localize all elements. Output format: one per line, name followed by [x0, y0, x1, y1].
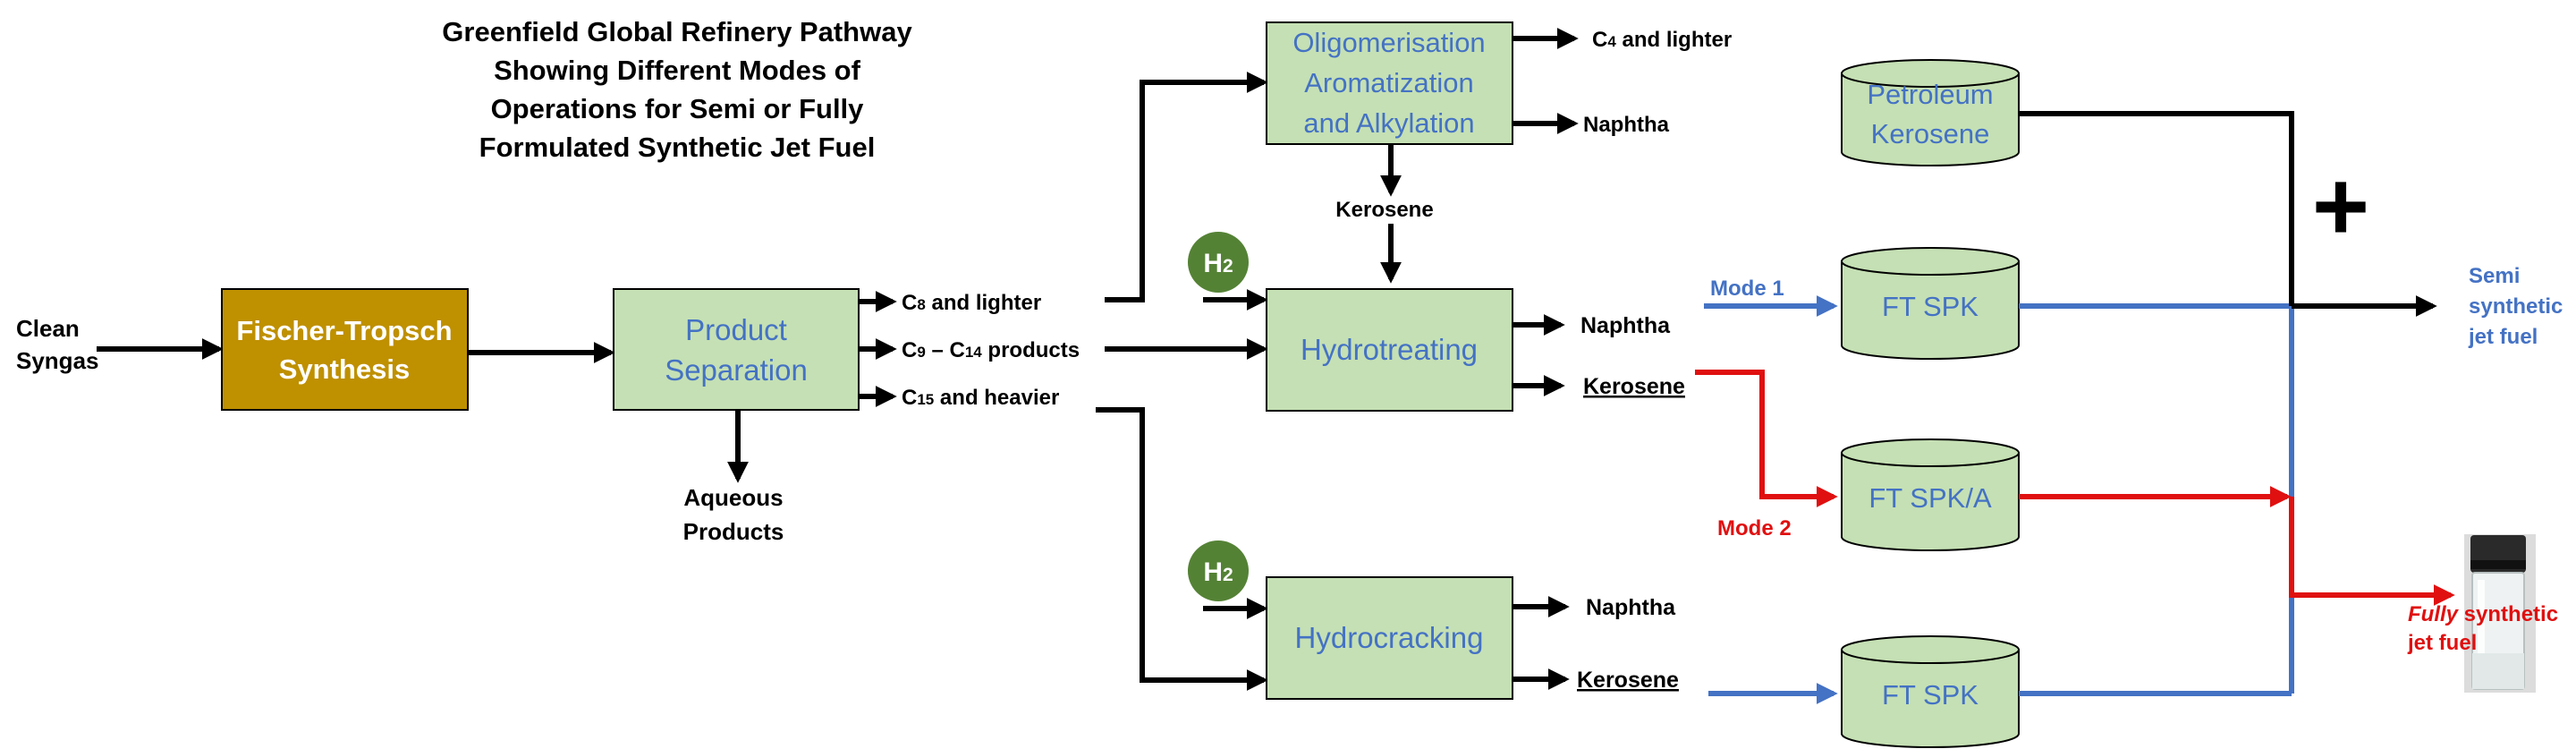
title-line-3: Operations for Semi or Fully [491, 93, 865, 124]
petroleum-to-blend-line [2019, 111, 2294, 306]
hydrogen-icon-bottom [1188, 540, 1249, 601]
feed-label-line-2: Syngas [16, 347, 99, 374]
oligomerisation-kerosene-label: Kerosene [1335, 198, 1433, 222]
fischer-tropsch-box [221, 288, 469, 411]
product-separation-box [613, 288, 860, 411]
title-line-2: Showing Different Modes of [494, 55, 861, 86]
semi-output-line-1: Semi [2469, 264, 2520, 288]
mode-2-label: Mode 2 [1717, 516, 1792, 540]
oligomerisation-line-1: Oligomerisation [1292, 27, 1485, 58]
aqueous-line-2: Products [683, 518, 784, 545]
title-line-4: Formulated Synthetic Jet Fuel [479, 132, 876, 163]
plus-sign: + [2312, 151, 2369, 261]
oligomerisation-box [1266, 21, 1513, 145]
ft-spk-tank-bottom: FT SPK [1841, 635, 2020, 748]
petroleum-kerosene-tank: Petroleum Kerosene [1841, 59, 2020, 166]
mode-2-arrow [1695, 370, 1838, 507]
ft-spk-tank-top: FT SPK [1841, 247, 2020, 360]
hydrocracking-kerosene-label: Kerosene [1577, 668, 1679, 693]
oligomerisation-line-3: and Alkylation [1303, 107, 1474, 139]
aqueous-line-1: Aqueous [683, 484, 783, 511]
hydrotreating-label: Hydrotreating [1301, 333, 1478, 366]
h2-top-label: H2 [1203, 249, 1233, 278]
h2-bottom-label: H2 [1203, 557, 1233, 587]
c4-label: C4 and lighter [1592, 28, 1732, 52]
hydrocracking-box [1266, 576, 1513, 700]
title-line-1: Greenfield Global Refinery Pathway [442, 16, 912, 47]
hydrotreating-kerosene-label: Kerosene [1583, 374, 1685, 399]
ft-spk-bottom-label: FT SPK [1882, 679, 1979, 711]
hydrotreating-box [1266, 288, 1513, 412]
separation-box-line-2: Separation [665, 353, 808, 387]
fully-output-line-1: Fully synthetic [2408, 602, 2558, 626]
ft-box-line-2: Synthesis [279, 353, 410, 385]
hydrocracking-label: Hydrocracking [1295, 621, 1484, 654]
hydrocracking-naphtha-label: Naphtha [1586, 595, 1676, 620]
ft-spk-a-tank: FT SPK/A [1841, 438, 2020, 551]
c15-to-hydrocracking-line [1096, 407, 1268, 691]
diagram-title: Greenfield Global Refinery Pathway Showi… [442, 16, 912, 163]
hydrogen-icon-top [1188, 232, 1249, 293]
mode-1-label: Mode 1 [1710, 277, 1784, 301]
oligomerisation-line-2: Aromatization [1304, 67, 1474, 98]
c9-c14-label: C9 – C14 products [902, 338, 1080, 362]
petroleum-tank-line-2: Kerosene [1871, 118, 1990, 149]
ft-box-line-1: Fischer-Tropsch [236, 315, 452, 346]
petroleum-tank-line-1: Petroleum [1867, 79, 1993, 110]
fully-synthetic-output-arrow [2289, 497, 2455, 606]
separation-box-line-1: Product [685, 313, 787, 346]
semi-output-line-2: synthetic [2469, 294, 2563, 319]
hydrotreating-naphtha-label: Naphtha [1580, 313, 1671, 338]
fully-output-line-2: jet fuel [2407, 631, 2477, 655]
feed-label-line-1: Clean [16, 315, 80, 342]
c15-label: C15 and heavier [902, 386, 1059, 410]
ft-spk-a-label: FT SPK/A [1868, 482, 1992, 514]
jet-fuel-vial-icon [2464, 534, 2536, 693]
c8-label: C8 and lighter [902, 291, 1041, 315]
c8-to-oligomerisation-line [1105, 72, 1268, 302]
oligomerisation-naphtha-label: Naphtha [1583, 113, 1670, 137]
semi-output-line-3: jet fuel [2468, 325, 2538, 349]
ft-spk-top-label: FT SPK [1882, 291, 1979, 322]
